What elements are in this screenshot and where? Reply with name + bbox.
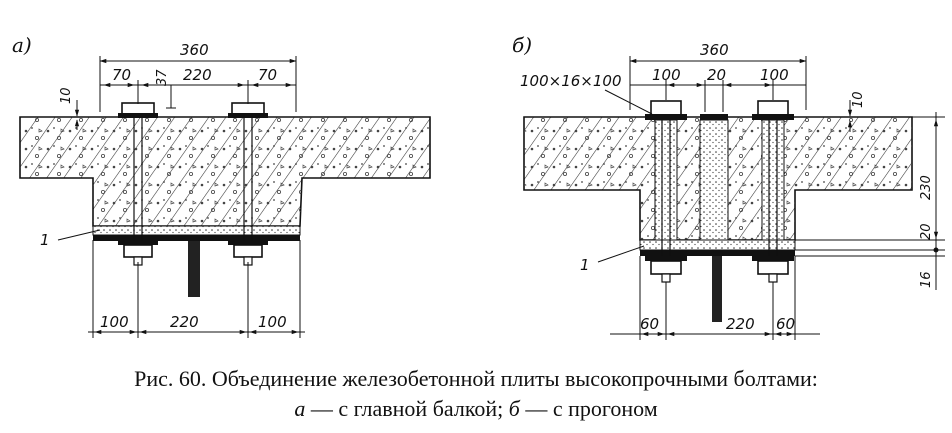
- panel-a-top-dimensions: [55, 56, 297, 130]
- panel-b-label: б): [512, 33, 532, 57]
- caption-text-a: — с главной балкой;: [305, 396, 509, 421]
- panel-a-dim-bottom-left: 100: [100, 313, 129, 331]
- panel-a-callout-1: 1: [40, 231, 50, 249]
- panel-a-dim-overall: 360: [180, 41, 209, 59]
- caption-key-a: а: [294, 396, 306, 421]
- panel-b-dim-right: 100: [760, 66, 789, 84]
- panel-b-top-dimensions: [629, 56, 880, 132]
- panel-b-center-plate: [700, 114, 728, 120]
- panel-a-grout-layer: [92, 225, 301, 236]
- panel-b-dim-pad: 10: [851, 91, 866, 108]
- panel-a-dim-pad: 10: [59, 87, 74, 104]
- panel-a-beam-flange: [93, 235, 300, 241]
- panel-b-grout-layer: [639, 239, 796, 251]
- panel-b-dim-height: 230: [919, 175, 934, 200]
- figure-drawing: a): [12, 33, 945, 340]
- panel-b-center-channel: [699, 119, 729, 241]
- panel-a-dim-middle: 220: [183, 66, 212, 84]
- figure-caption-line-2: а — с главной балкой; б — с прогоном: [0, 396, 952, 422]
- panel-a-dim-right: 70: [258, 66, 277, 84]
- panel-b-callout-1: 1: [580, 256, 590, 274]
- panel-a-dim-cover: 37: [155, 69, 170, 86]
- panel-b-dim-flange: 16: [919, 271, 934, 288]
- panel-a-slab: [19, 116, 431, 227]
- panel-a-callout-leader: [57, 229, 101, 241]
- caption-key-b: б: [508, 396, 520, 421]
- figure-caption-line-1: Рис. 60. Объединение железобетонной плит…: [134, 366, 818, 391]
- panel-b-callout-leader: [597, 245, 645, 263]
- panel-b-bolt-left: [645, 100, 687, 283]
- panel-b-dim-overall: 360: [700, 41, 729, 59]
- panel-a-bottom-dimensions: [88, 240, 305, 338]
- panel-b-bottom-dimensions: [610, 256, 820, 340]
- caption-text-b: — с прогоном: [519, 396, 658, 421]
- panel-a-dim-bottom-mid: 220: [170, 313, 199, 331]
- panel-a-dim-bottom-right: 100: [258, 313, 287, 331]
- panel-a-beam-web: [188, 241, 200, 297]
- panel-b-dim-middle: 20: [707, 66, 726, 84]
- panel-a: a): [12, 33, 431, 338]
- panel-b-washer-leader: [604, 89, 653, 115]
- panel-b-bolt-right: [752, 100, 794, 283]
- panel-b-dim-bottom-mid: 220: [726, 315, 755, 333]
- panel-b-bolt-channel-right: [761, 119, 785, 241]
- panel-b-right-dimensions: [795, 112, 945, 290]
- panel-b-dim-layer: 20: [919, 223, 934, 240]
- panel-b-purlin-flange: [640, 250, 795, 256]
- panel-b-purlin-web: [712, 256, 722, 322]
- panel-a-dim-left: 70: [112, 66, 131, 84]
- panel-b: б): [512, 33, 945, 340]
- panel-b-dim-bottom-left: 60: [640, 315, 659, 333]
- panel-a-label: a): [12, 33, 32, 57]
- panel-b-dim-left: 100: [652, 66, 681, 84]
- panel-b-bolt-channel-left: [654, 119, 678, 241]
- panel-b-washer-label: 100×16×100: [520, 72, 621, 90]
- panel-b-dim-bottom-right: 60: [776, 315, 795, 333]
- panel-a-bolt-left: [118, 102, 158, 266]
